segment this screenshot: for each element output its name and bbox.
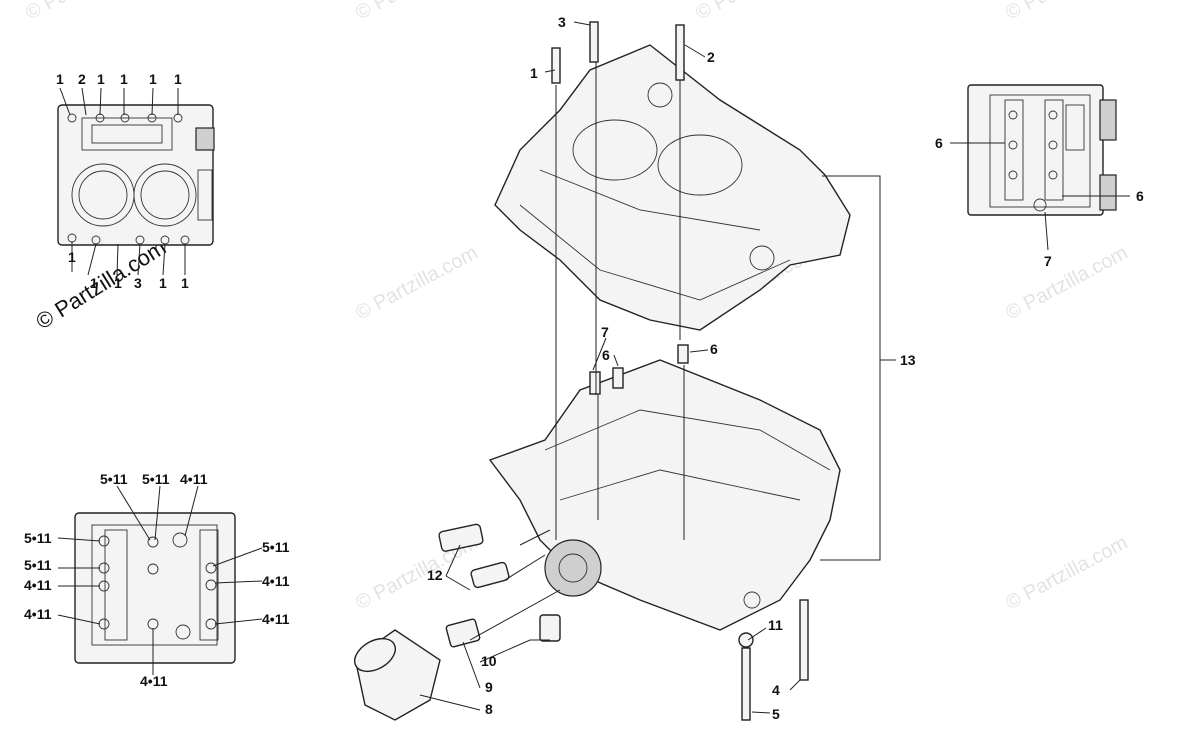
callout-bottom-view-8: 4•11 bbox=[262, 573, 290, 589]
watermark-faint: © Partzilla.com bbox=[1002, 532, 1131, 615]
watermark-faint: © Partzilla.com bbox=[352, 242, 481, 325]
callout-top-6: 1 bbox=[174, 71, 182, 87]
callout-main-6b: 6 bbox=[710, 341, 718, 357]
callout-main-10: 10 bbox=[481, 653, 497, 669]
callout-right-7: 7 bbox=[1044, 253, 1052, 269]
callout-main-1: 1 bbox=[530, 65, 538, 81]
right-view-crankcase: 6 6 7 bbox=[935, 84, 1144, 269]
callout-main-8: 8 bbox=[485, 701, 493, 717]
top-view-crankcase: 1 2 1 1 1 1 1 1 1 3 1 1 bbox=[56, 71, 215, 291]
bottom-view-crankcase: 5•11 5•11 4•11 5•11 5•11 5•11 4•11 4•11 … bbox=[24, 471, 290, 689]
watermark-main: © Partzilla.com bbox=[31, 234, 170, 334]
watermark-faint: © Partzilla.com bbox=[352, 0, 481, 24]
callout-top-4: 1 bbox=[120, 71, 128, 87]
callout-main-3: 3 bbox=[558, 14, 566, 30]
callout-top-1: 1 bbox=[56, 71, 64, 87]
callout-bottom-1: 1 bbox=[68, 249, 76, 265]
callout-bottom-6: 1 bbox=[181, 275, 189, 291]
callout-main-7: 7 bbox=[601, 324, 609, 340]
callout-bottom-4: 3 bbox=[134, 275, 142, 291]
callout-bottom-5: 1 bbox=[159, 275, 167, 291]
watermark-faint: © Partzilla.com bbox=[1002, 242, 1131, 325]
watermark-faint: © Partzilla.com bbox=[1002, 0, 1131, 24]
callout-bottom-view-9: 4•11 bbox=[24, 606, 52, 622]
main-exploded-view: 3 2 1 7 6 6 13 12 10 9 8 11 4 5 bbox=[354, 14, 916, 722]
callout-main-11: 11 bbox=[768, 617, 783, 633]
callout-bottom-view-5: 5•11 bbox=[142, 471, 170, 487]
callout-bottom-3: 1 bbox=[114, 275, 122, 291]
callout-main-2: 2 bbox=[707, 49, 715, 65]
callout-bottom-view-4: 5•11 bbox=[24, 557, 52, 573]
callout-bottom-view-2: 5•11 bbox=[100, 471, 128, 487]
callout-main-4: 4 bbox=[772, 682, 780, 698]
callout-main-9: 9 bbox=[485, 679, 493, 695]
callout-bottom-view-11: 4•11 bbox=[140, 673, 168, 689]
callout-bottom-view-1: 5•11 bbox=[24, 530, 52, 546]
callout-right-6b: 6 bbox=[1136, 188, 1144, 204]
callout-bottom-view-3: 4•11 bbox=[180, 471, 208, 487]
callout-bottom-view-10: 4•11 bbox=[262, 611, 290, 627]
callout-bottom-view-7: 4•11 bbox=[24, 577, 52, 593]
callout-bottom-2: 1 bbox=[90, 275, 98, 291]
callout-right-6a: 6 bbox=[935, 135, 943, 151]
callout-main-6a: 6 bbox=[602, 347, 610, 363]
callout-main-12: 12 bbox=[427, 567, 443, 583]
callout-top-5: 1 bbox=[149, 71, 157, 87]
callout-bottom-view-6: 5•11 bbox=[262, 539, 290, 555]
callout-top-2: 2 bbox=[78, 71, 86, 87]
callout-top-3: 1 bbox=[97, 71, 105, 87]
callout-main-13: 13 bbox=[900, 352, 916, 368]
watermark-faint: © Partzilla.com bbox=[22, 0, 151, 24]
callout-main-5: 5 bbox=[772, 706, 780, 722]
watermark-faint: © Partzilla.com bbox=[692, 0, 821, 24]
